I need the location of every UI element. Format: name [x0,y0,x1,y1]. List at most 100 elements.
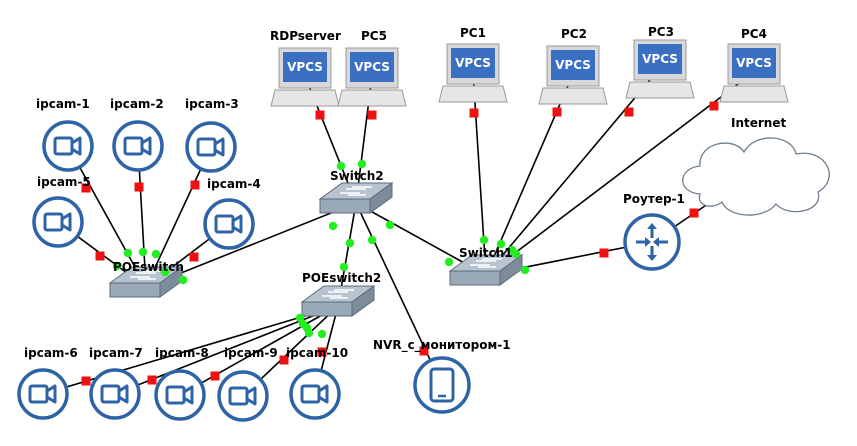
nodes-layer: VPCS VPCS VPCS VPCS VPCS VPCS [17,39,830,422]
port-status-up [151,249,161,259]
pc-screen-text: VPCS [455,56,491,70]
node-pc4[interactable]: VPCS [719,43,789,103]
switch-icon [318,182,394,214]
pc-icon: VPCS [337,47,407,107]
port-status-down [147,375,157,385]
port-status-down [367,110,377,120]
node-pc3[interactable]: VPCS [625,39,695,99]
node-switch2[interactable] [318,182,394,214]
camera-icon [203,198,255,250]
camera-icon [89,368,141,420]
port-status-up [444,257,454,267]
node-ipcam1[interactable] [42,120,94,172]
port-status-up [336,161,346,171]
node-label-internet: Internet [731,116,786,130]
switch-icon [108,266,184,298]
port-status-down [95,251,105,261]
node-label-ipcam2: ipcam-2 [110,97,164,111]
node-ipcam6[interactable] [17,368,69,420]
pc-screen-text: VPCS [642,52,678,66]
pc-icon: VPCS [719,43,789,103]
node-label-rdpserver: RDPserver [270,29,341,43]
node-label-router: Роутер-1 [623,192,685,206]
node-label-switch1: Switch1 [459,246,513,260]
router-icon [623,213,681,271]
port-status-down [552,107,562,117]
link-pc4-switch1[interactable] [485,71,755,276]
node-ipcam3[interactable] [185,121,237,173]
camera-icon [112,120,164,172]
node-ipcam2[interactable] [112,120,164,172]
port-status-up [511,249,521,259]
node-ipcam10[interactable] [289,368,341,420]
node-ipcam5[interactable] [32,196,84,248]
node-switch1[interactable] [448,254,524,286]
port-status-up [138,247,148,257]
node-rdpserver[interactable]: VPCS [270,47,340,107]
pc-screen-text: VPCS [287,60,323,74]
camera-icon [185,121,237,173]
port-status-up [357,159,367,169]
camera-icon [217,370,269,422]
port-status-down [134,182,144,192]
node-label-ipcam4: ipcam-4 [207,177,261,191]
link-ipcam8-poeswitch2[interactable] [179,305,339,396]
port-status-up [123,248,133,258]
camera-icon [17,368,69,420]
port-status-up [160,267,170,277]
node-router[interactable] [623,213,681,271]
camera-icon [32,196,84,248]
node-ipcam7[interactable] [89,368,141,420]
port-status-up [479,235,489,245]
node-label-ipcam3: ipcam-3 [185,97,239,111]
node-label-switch2: Switch2 [330,169,384,183]
node-ipcam4[interactable] [203,198,255,250]
port-status-down [81,183,91,193]
pc-screen-text: VPCS [354,60,390,74]
node-ipcam9[interactable] [217,370,269,422]
switch-icon [448,254,524,286]
pc-icon: VPCS [438,43,508,103]
node-pc1[interactable]: VPCS [438,43,508,103]
node-label-poeswitch: POEswitch [113,260,184,274]
port-status-up [304,328,314,338]
node-label-pc3: PC3 [648,25,674,39]
port-status-down [315,110,325,120]
port-status-down [81,376,91,386]
port-status-up [385,220,395,230]
pc-screen-text: VPCS [736,56,772,70]
node-label-nvr: NVR_с_монитором-1 [373,338,511,353]
port-status-up [339,262,349,272]
node-label-pc1: PC1 [460,26,486,40]
port-status-down [624,107,634,117]
node-label-ipcam5: ipcam-5 [37,175,91,189]
node-pc2[interactable]: VPCS [538,45,608,105]
pc-icon: VPCS [625,39,695,99]
port-status-down [317,347,327,357]
pc-screen-text: VPCS [555,58,591,72]
node-label-ipcam7: ipcam-7 [89,346,143,360]
node-poeswitch2[interactable] [300,285,376,317]
port-status-down [210,371,220,381]
node-nvr[interactable] [413,356,471,414]
port-status-up [328,221,338,231]
node-label-ipcam10: ipcam-10 [286,346,348,360]
switch-icon [300,285,376,317]
camera-icon [154,369,206,421]
cloud-icon [682,137,830,216]
ports-layer [81,101,719,386]
tablet-icon [413,356,471,414]
node-label-pc5: PC5 [361,29,387,43]
node-internet[interactable] [682,137,830,216]
node-pc5[interactable]: VPCS [337,47,407,107]
link-ipcam6-poeswitch2[interactable] [42,305,339,395]
link-pc3-switch1[interactable] [485,67,661,276]
link-ipcam1-poeswitch[interactable] [67,145,147,288]
port-status-down [279,355,289,365]
port-status-up [345,238,355,248]
node-ipcam8[interactable] [154,369,206,421]
node-poeswitch[interactable] [108,266,184,298]
camera-icon [42,120,94,172]
